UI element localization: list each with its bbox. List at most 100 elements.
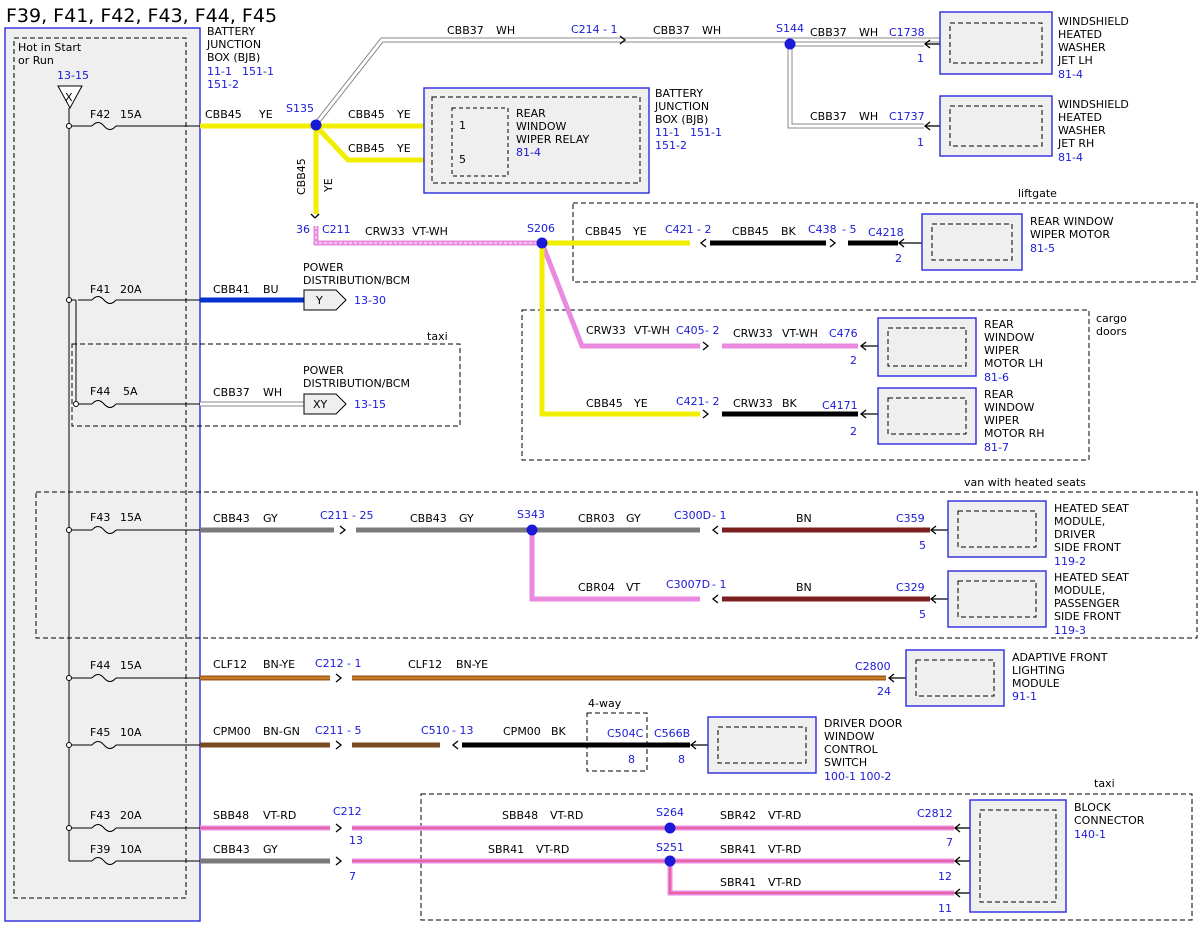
svg-text:24: 24 xyxy=(877,685,891,698)
svg-text:36: 36 xyxy=(296,223,310,236)
fuse-rating: 15A xyxy=(120,511,142,524)
svg-text:C438: C438 xyxy=(808,223,837,236)
svg-text:YE: YE xyxy=(396,142,411,155)
svg-text:REAR: REAR xyxy=(984,318,1014,331)
svg-text:YE: YE xyxy=(633,397,648,410)
svg-text:JET LH: JET LH xyxy=(1057,54,1093,67)
svg-text:- 2: - 2 xyxy=(697,223,711,236)
fuse-id: F41 xyxy=(90,283,110,296)
svg-text:WASHER: WASHER xyxy=(1058,124,1106,137)
four-way-label: 4-way xyxy=(588,697,622,710)
svg-text:2: 2 xyxy=(895,252,902,265)
splice-s251 xyxy=(664,855,676,867)
fuse-id: F39 xyxy=(90,843,110,856)
wire-crw33-s206 xyxy=(313,226,542,246)
taxi-label-top: taxi xyxy=(427,330,448,343)
svg-text:CBR04: CBR04 xyxy=(578,581,615,594)
svg-text:CBB41: CBB41 xyxy=(213,283,250,296)
svg-text:REAR WINDOW: REAR WINDOW xyxy=(1030,215,1114,228)
svg-text:CONTROL: CONTROL xyxy=(824,743,879,756)
fuse-rating: 10A xyxy=(120,843,142,856)
svg-text:13-30: 13-30 xyxy=(354,294,386,307)
svg-text:- 5: - 5 xyxy=(842,223,856,236)
svg-text:- 2: - 2 xyxy=(705,395,719,408)
svg-text:LIGHTING: LIGHTING xyxy=(1012,664,1065,677)
svg-text:- 1: - 1 xyxy=(712,578,726,591)
svg-text:- 1: - 1 xyxy=(347,657,361,670)
svg-text:WH: WH xyxy=(859,110,878,123)
svg-text:1: 1 xyxy=(917,52,924,65)
svg-text:WIPER RELAY: WIPER RELAY xyxy=(516,133,589,146)
fuse-f44-5a: F44 5A xyxy=(73,385,200,408)
svg-text:CBB37: CBB37 xyxy=(447,24,484,37)
svg-text:119-3: 119-3 xyxy=(1054,624,1086,637)
fuse-f43-20a: F43 20A xyxy=(66,809,200,832)
svg-text:CBB45: CBB45 xyxy=(348,108,385,121)
relay-bjb-ref-3: 151-2 xyxy=(655,139,687,152)
bjb-ref-1: 11-1 xyxy=(207,65,232,78)
svg-text:REAR: REAR xyxy=(984,388,1014,401)
component-wiper-motor-lh: REAR WINDOW WIPER MOTOR LH 81-6 xyxy=(877,317,1043,384)
svg-text:81-7: 81-7 xyxy=(984,441,1009,454)
svg-text:CPM00: CPM00 xyxy=(503,725,541,738)
fuse-rating: 10A xyxy=(120,726,142,739)
svg-text:VT-RD: VT-RD xyxy=(550,809,583,822)
component-heated-seat-driver: HEATED SEAT MODULE, DRIVER SIDE FRONT 11… xyxy=(947,500,1129,568)
fuse-f44-15a: F44 15A xyxy=(66,659,200,682)
bjb-left-box xyxy=(4,27,201,922)
svg-text:VT-RD: VT-RD xyxy=(768,843,801,856)
svg-text:1: 1 xyxy=(459,119,466,132)
svg-text:XY: XY xyxy=(313,398,328,411)
fuse-rating: 5A xyxy=(123,385,138,398)
power-distribution-y: Y POWER DISTRIBUTION/BCM 13-30 xyxy=(303,261,410,311)
splice-s343-label: S343 xyxy=(517,508,545,521)
cargo-label-2: doors xyxy=(1096,325,1127,338)
hot-ref: 13-15 xyxy=(57,69,89,82)
svg-text:SIDE FRONT: SIDE FRONT xyxy=(1054,541,1121,554)
fuse-rating: 20A xyxy=(120,283,142,296)
svg-text:DISTRIBUTION/BCM: DISTRIBUTION/BCM xyxy=(303,274,410,287)
splice-s206 xyxy=(536,237,548,249)
svg-text:CBB37: CBB37 xyxy=(810,26,847,39)
svg-text:WH: WH xyxy=(496,24,515,37)
relay-bjb-name-1: BATTERY xyxy=(655,87,703,100)
taxi-group-box-top xyxy=(71,343,461,427)
svg-text:GY: GY xyxy=(626,512,641,525)
bjb-ref-2: 151-1 xyxy=(242,65,274,78)
svg-text:CBB43: CBB43 xyxy=(213,843,250,856)
splice-s264 xyxy=(664,822,676,834)
svg-text:Y: Y xyxy=(315,294,323,307)
svg-text:CRW33: CRW33 xyxy=(365,225,405,238)
svg-text:81-5: 81-5 xyxy=(1030,242,1055,255)
wire-s206-motor-lh xyxy=(539,242,858,349)
fuse-f42: F42 15A xyxy=(66,108,200,130)
svg-text:SBB48: SBB48 xyxy=(213,809,249,822)
svg-text:YE: YE xyxy=(322,178,335,193)
fuse-id: F44 xyxy=(90,659,110,672)
hot-marker-triangle xyxy=(57,85,83,110)
svg-text:C504C: C504C xyxy=(607,727,644,740)
hot-label-line1: Hot in Start xyxy=(18,41,82,54)
svg-text:CBB45: CBB45 xyxy=(348,142,385,155)
svg-text:CRW33: CRW33 xyxy=(733,397,773,410)
svg-text:WIPER: WIPER xyxy=(984,414,1020,427)
svg-text:- 2: - 2 xyxy=(705,324,719,337)
svg-text:WINDSHIELD: WINDSHIELD xyxy=(1058,98,1129,111)
fuse-f43-15a: F43 15A xyxy=(66,511,200,534)
svg-text:- 1: - 1 xyxy=(712,509,726,522)
fuse-f39: F39 10A xyxy=(69,843,200,865)
svg-text:140-1: 140-1 xyxy=(1074,828,1106,841)
cargo-group-box xyxy=(521,309,1090,461)
svg-text:81-4: 81-4 xyxy=(1058,151,1083,164)
wire-cbr04 xyxy=(529,530,930,602)
svg-text:WINDOW: WINDOW xyxy=(516,120,566,133)
svg-text:CLF12: CLF12 xyxy=(213,658,247,671)
svg-text:C510: C510 xyxy=(421,724,450,737)
svg-text:MOTOR LH: MOTOR LH xyxy=(984,357,1043,370)
svg-text:81-6: 81-6 xyxy=(984,371,1009,384)
bjb-name-2: JUNCTION xyxy=(206,38,261,51)
svg-text:SBR41: SBR41 xyxy=(720,876,756,889)
svg-text:7: 7 xyxy=(349,870,356,883)
